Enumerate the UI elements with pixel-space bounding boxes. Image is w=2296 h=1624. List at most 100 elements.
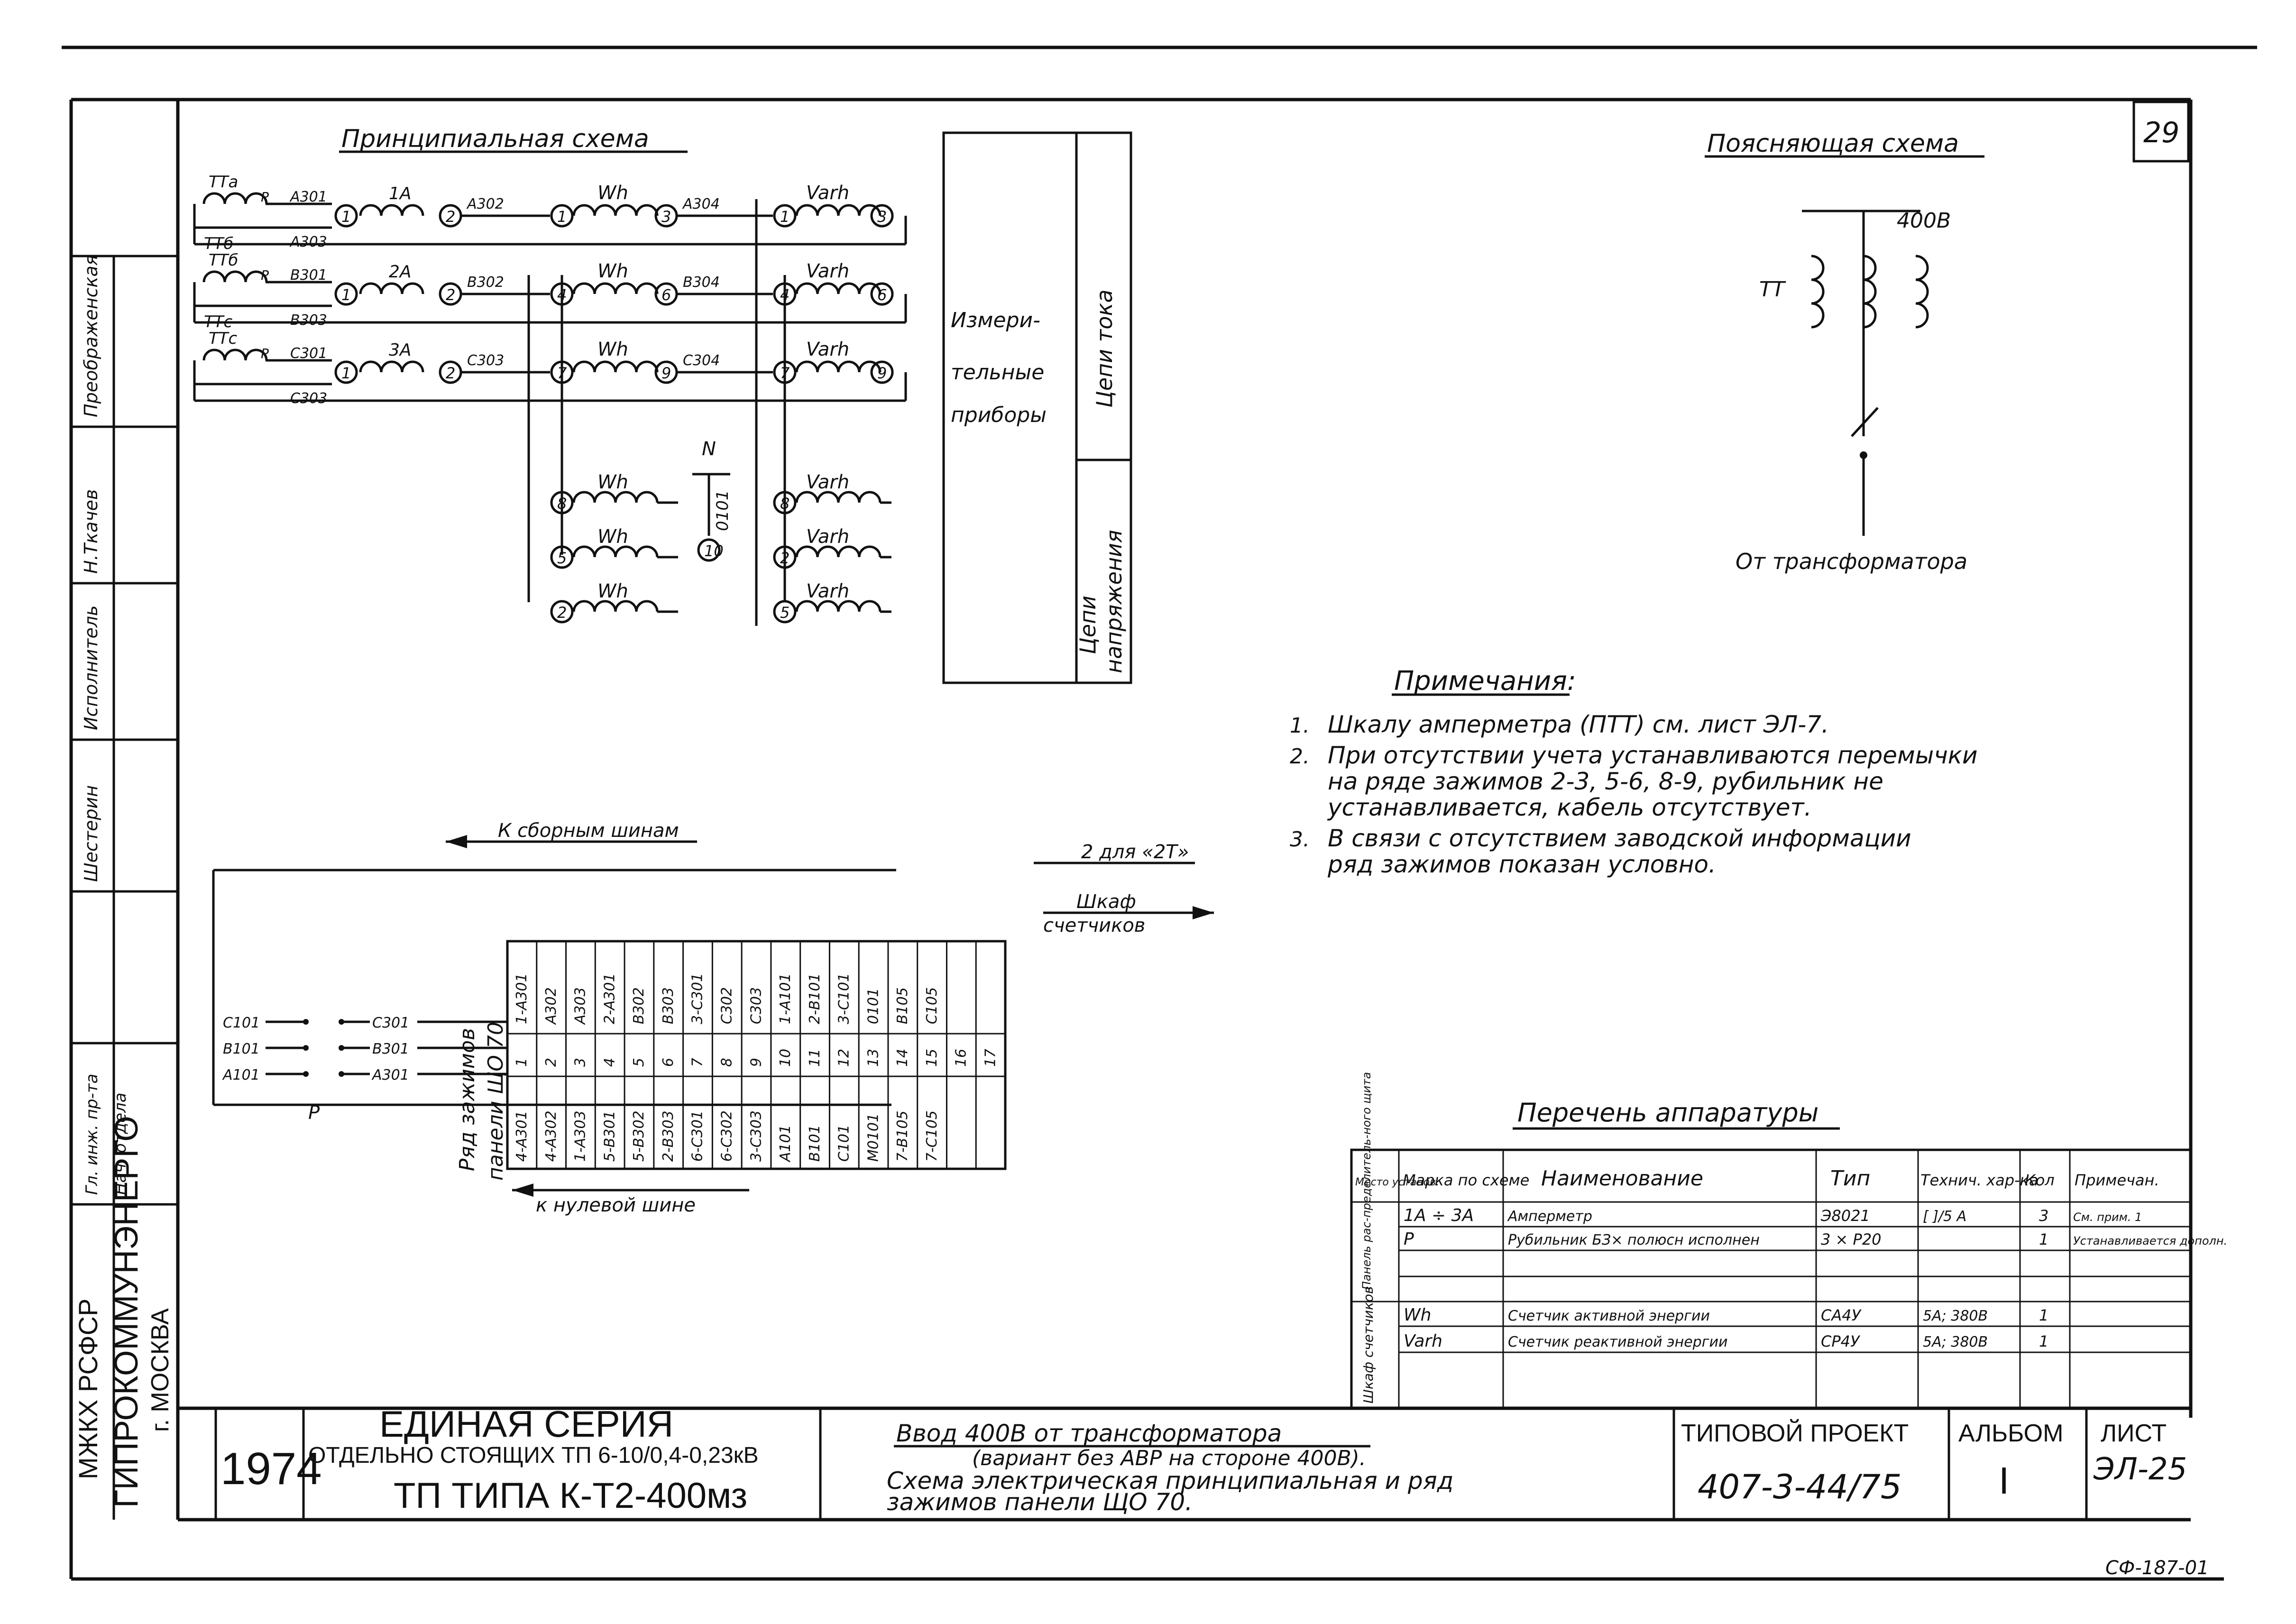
terminal: 2 [446,286,455,304]
project-label: ТИПОВОЙ ПРОЕКТ [1681,1419,1909,1447]
equip-header: Кол [2025,1171,2055,1189]
tb-num: 12 [836,1049,853,1067]
equip-qty: 1 [2039,1230,2048,1248]
terminal: 1 [341,208,351,226]
note-line: При отсутствии учета устанавливаются пер… [1328,742,1977,769]
neutral-terminal: 10 [704,542,724,560]
terminal: 5 [780,604,790,622]
box-voltage-1: Цепи [1075,596,1101,654]
box-voltage-2: напряжения [1101,530,1127,673]
equip-tech: 5А; 380В [1923,1308,1988,1324]
side-label-4: Шестерин [81,785,101,882]
side-2: панели ЩО 70 [484,1022,508,1181]
ammeter-label: 1A [389,184,412,203]
series: ЕДИНАЯ СЕРИЯ [379,1403,673,1445]
principal-title: Принципиальная схемa [341,125,649,153]
side-label-5: Гл. инж. пр-та [83,1073,101,1195]
tb-bot-label: 5-B302 [631,1110,647,1162]
terminal-columns: 1-A30114-A301A30224-A302A30331-A3032-A30… [507,941,1005,1169]
album-num: I [1999,1459,2009,1502]
ct-label: ТТс [209,329,238,348]
tb-top-label: 0101 [865,988,882,1024]
title-block: 1974 ЕДИНАЯ СЕРИЯ ОТДЕЛЬНО СТОЯЩИХ ТП 6-… [214,1403,2187,1520]
varh-label: Varh [806,260,849,282]
title-4: зажимов панели ЩО 70. [887,1488,1193,1516]
wire-in-top: C301 [290,345,327,362]
wire-a: A302 [466,196,504,212]
tb-top-label: 2-A301 [601,973,618,1024]
wire-a: C303 [467,352,504,369]
tb-num: 9 [748,1058,764,1067]
tb-bot-label: 3-C303 [748,1110,764,1162]
left-input: B101 [223,1041,260,1057]
tb-top-label: 2-B101 [807,973,823,1024]
tb-bot-label: 7-C105 [924,1110,940,1162]
wh-label: Wh [597,182,628,204]
wire-b: C304 [683,352,720,369]
ct-label: ТТб [209,251,239,270]
tb-num: 6 [660,1058,677,1067]
tb-top-label: B303 [660,987,677,1024]
notes-items: 1.Шкалу амперметра (ПТТ) см. лист ЭЛ-7.2… [1290,711,1977,878]
equip-header: Наименование [1541,1166,1703,1191]
tb-bot-label: 5-B301 [601,1110,618,1162]
wh-label: Wh [597,260,628,282]
terminal: 1 [341,364,351,382]
project-num: 407-3-44/75 [1698,1468,1901,1506]
wh-label: Wh [597,526,628,548]
album-label: АЛЬБОМ [1958,1420,2063,1447]
sheet-number: 29 [2143,116,2179,149]
varh-label: Varh [806,526,849,548]
box-current: Цепи тока [1092,289,1117,408]
equip-title: Перечень аппаратуры [1517,1098,1818,1128]
expl-voltage: 400В [1897,209,1951,233]
box-title-2: тельные [951,360,1044,385]
title-3: Схема электрическая принципиальная и ряд [887,1467,1453,1495]
notes: Примечания: 1.Шкалу амперметра (ПТТ) см.… [1290,666,1977,878]
tb-bot-label: A101 [777,1125,794,1163]
org-line-3: г. МОСКВА [147,1308,174,1432]
equip-type: Э8021 [1820,1207,1870,1225]
tb-bot-label: 1-A303 [572,1110,589,1162]
side-label-2: Н.Ткачев [81,489,101,574]
tb-num: 13 [865,1049,882,1067]
terminal: 1 [557,208,567,226]
explanatory-scheme: Поясняющая схема 400В ТТ От трансформато… [1705,129,1984,574]
tb-num: 5 [631,1058,647,1067]
equip-header: Тип [1830,1166,1870,1191]
wire-in-top: A301 [289,189,327,205]
equip-group: Шкаф счетчиков [1360,1286,1376,1404]
terminal-block-section: К сборным шинам 2 для «2Т» Шкаф счетчико… [212,820,1214,1216]
terminal: 6 [877,286,887,304]
equip-name: Счетчик активной энергии [1508,1308,1710,1324]
side-label-3: Исполнитель [81,606,101,730]
title-1: Ввод 400В от трансформатора [896,1420,1282,1447]
box-title-3: приборы [951,403,1047,427]
tb-top-label: C302 [719,987,735,1024]
terminal: 1 [341,286,351,304]
terminal: 3 [877,208,887,226]
cabinet-2: счетчиков [1043,915,1145,936]
tb-num: 8 [719,1058,735,1067]
terminal: 9 [877,364,887,382]
tb-bot-label: 4-A302 [543,1110,560,1162]
switch-p: P [261,267,269,283]
series-sub: ОТДЕЛЬНО СТОЯЩИХ ТП 6-10/0,4-0,23кВ [308,1443,759,1468]
tb-top-label: B105 [894,987,911,1024]
equip-header: Технич. хар-ка [1920,1171,2038,1189]
tb-bot-label: M0101 [865,1113,882,1162]
year: 1974 [220,1443,322,1494]
footer-code: СФ-187-01 [2105,1557,2209,1579]
to-buses: К сборным шинам [498,820,679,842]
tb-top-label: 3-C301 [689,973,706,1024]
equip-header: Место установ. [1355,1176,1439,1188]
equip-qty: 3 [2039,1207,2048,1225]
note-number: 1. [1290,714,1310,738]
equip-header: Марка по схеме [1403,1171,1529,1189]
